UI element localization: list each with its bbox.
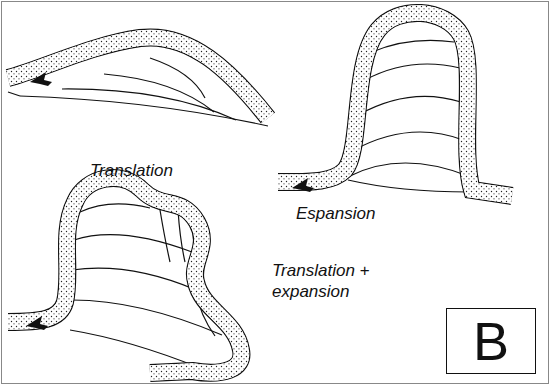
panel-letter: B [473,314,509,368]
movement-arrow [26,316,48,330]
movement-arrow [292,178,314,192]
type-label: Translation [90,160,173,181]
type-label: Translation + expansion [272,260,394,303]
combined-band [8,178,241,373]
panel-letter-box: B [446,308,536,374]
movement-arrow [30,72,52,86]
translation-band [8,37,268,118]
type-label: Espansion [296,203,375,224]
expansion-band [278,13,512,196]
